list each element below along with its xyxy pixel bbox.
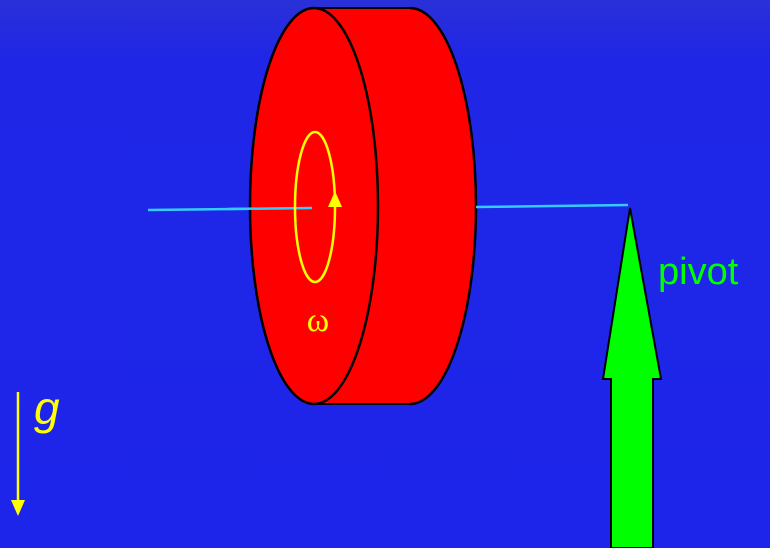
spin-arrowhead <box>328 191 342 207</box>
pivot-label: pivot <box>658 251 739 293</box>
axle-stub <box>227 206 313 211</box>
axle-right <box>475 203 629 209</box>
pivot-arrow <box>601 207 663 548</box>
gravity-arrowhead <box>11 500 25 516</box>
omega-label: ω <box>307 302 329 339</box>
wheel-front-face <box>248 6 380 406</box>
gravity-label: g <box>34 382 60 434</box>
